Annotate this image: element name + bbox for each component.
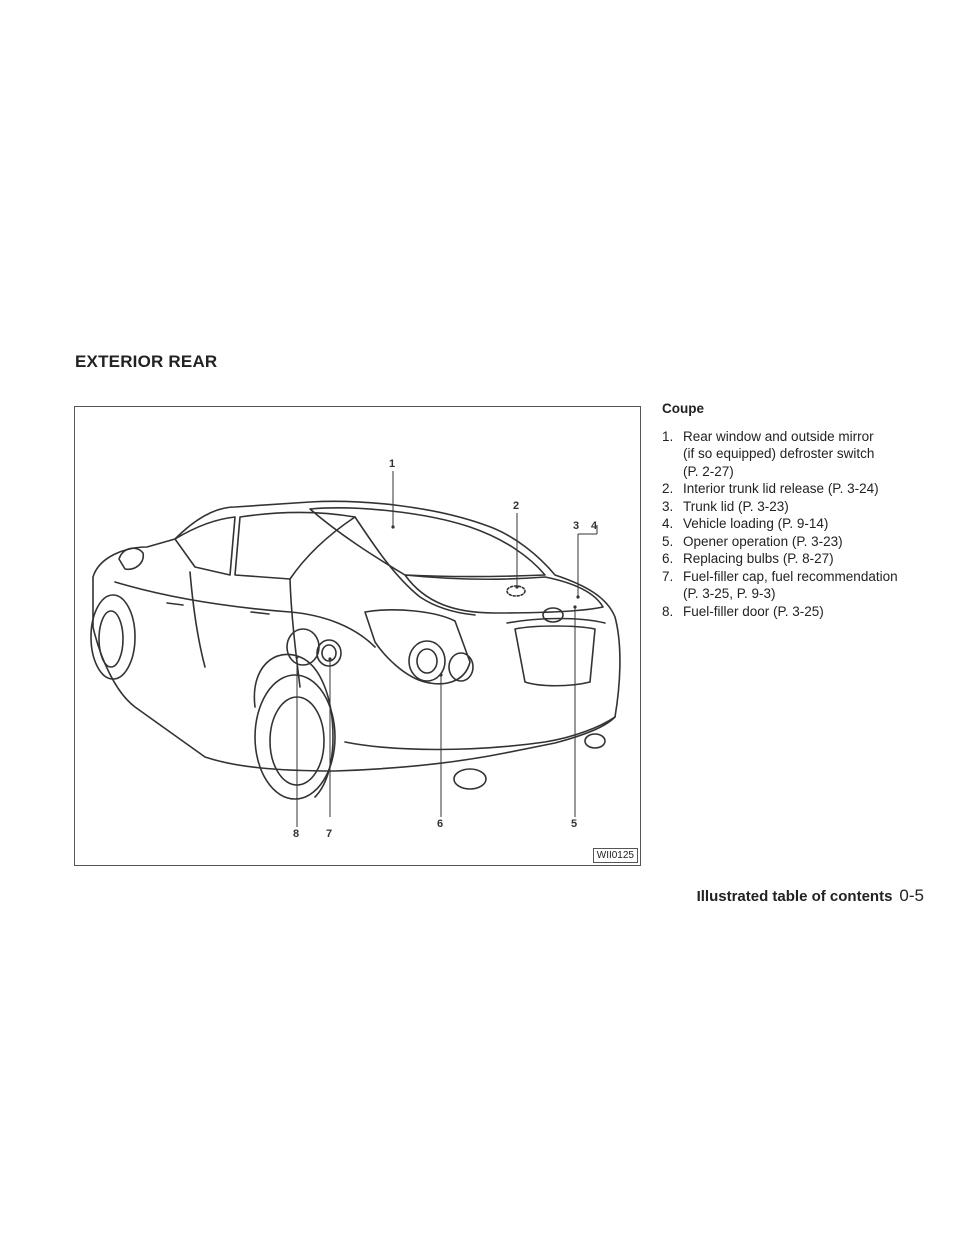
- callout-2: 2: [513, 500, 519, 512]
- legend-item-number: 5.: [662, 533, 674, 549]
- legend-item-text: Trunk lid (P. 3-23): [683, 498, 789, 514]
- legend-item-2: 2. Interior trunk lid release (P. 3-24): [662, 480, 952, 498]
- callout-4: 4: [591, 520, 598, 532]
- legend-item-text: Replacing bulbs (P. 8-27): [683, 551, 834, 566]
- legend-item-text: Fuel-filler cap, fuel recommendation (P.…: [683, 568, 898, 602]
- exhaust-right: [584, 733, 606, 749]
- legend-item-number: 7.: [662, 568, 674, 584]
- car-rear-illustration: 1 2 3 4 5 6 7 8 WII0125: [74, 406, 641, 866]
- legend-item-1: 1. Rear window and outside mirror (if so…: [662, 428, 952, 481]
- emblem: [542, 607, 564, 623]
- page-footer: Illustrated table of contents 0-5: [697, 886, 924, 906]
- fuel-filler-door: [286, 628, 320, 666]
- callout-7: 7: [326, 828, 332, 840]
- license-plate-recess: [514, 625, 596, 687]
- callout-8: 8: [293, 828, 299, 840]
- legend-item-text: Vehicle loading (P. 9-14): [683, 516, 829, 531]
- legend: Coupe 1. Rear window and outside mirror …: [662, 400, 952, 620]
- legend-item-number: 3.: [662, 498, 674, 514]
- legend-item-number: 8.: [662, 603, 674, 619]
- footer-title: Illustrated table of contents: [696, 888, 893, 905]
- legend-item-8: 8. Fuel-filler door (P. 3-25): [662, 603, 952, 621]
- exhaust-left: [453, 768, 487, 790]
- front-wheel: [90, 594, 136, 680]
- rear-window: [309, 507, 546, 578]
- legend-item-number: 2.: [662, 481, 674, 496]
- legend-item-7: 7. Fuel-filler cap, fuel recommendation …: [662, 568, 952, 603]
- figure-code: WII0125: [592, 848, 638, 863]
- legend-heading: Coupe: [662, 401, 704, 416]
- legend-item-number: 4.: [662, 516, 674, 531]
- trunk-lid: [404, 574, 604, 614]
- callout-1: 1: [389, 458, 395, 470]
- side-window-front: [174, 516, 236, 576]
- legend-item-text: Interior trunk lid release (P. 3-24): [683, 481, 879, 496]
- side-mirror: [118, 547, 145, 571]
- legend-item-number: 6.: [662, 551, 674, 566]
- side-window-rear: [234, 511, 356, 580]
- page-number: 0-5: [899, 886, 924, 905]
- legend-item-5: 5. Opener operation (P. 3-23): [662, 533, 952, 551]
- legend-list: 1. Rear window and outside mirror (if so…: [662, 428, 952, 621]
- legend-item-text: Opener operation (P. 3-23): [683, 533, 843, 549]
- rear-wheel: [254, 674, 336, 800]
- legend-item-number: 1.: [662, 428, 674, 444]
- callout-5: 5: [571, 818, 577, 830]
- car-body-outline: [92, 500, 621, 772]
- tail-light: [364, 609, 471, 685]
- legend-item-4: 4. Vehicle loading (P. 9-14): [662, 515, 952, 533]
- callout-6: 6: [437, 818, 443, 830]
- legend-item-text: Rear window and outside mirror (if so eq…: [683, 428, 875, 479]
- legend-item-3: 3. Trunk lid (P. 3-23): [662, 498, 952, 516]
- section-title: EXTERIOR REAR: [75, 352, 218, 371]
- legend-item-text: Fuel-filler door (P. 3-25): [683, 603, 824, 619]
- car-line-drawing: 1 2 3 4 5 6 7 8: [90, 458, 621, 840]
- callout-3: 3: [573, 520, 579, 532]
- fuel-filler-cap: [316, 639, 342, 667]
- legend-item-6: 6. Replacing bulbs (P. 8-27): [662, 550, 952, 568]
